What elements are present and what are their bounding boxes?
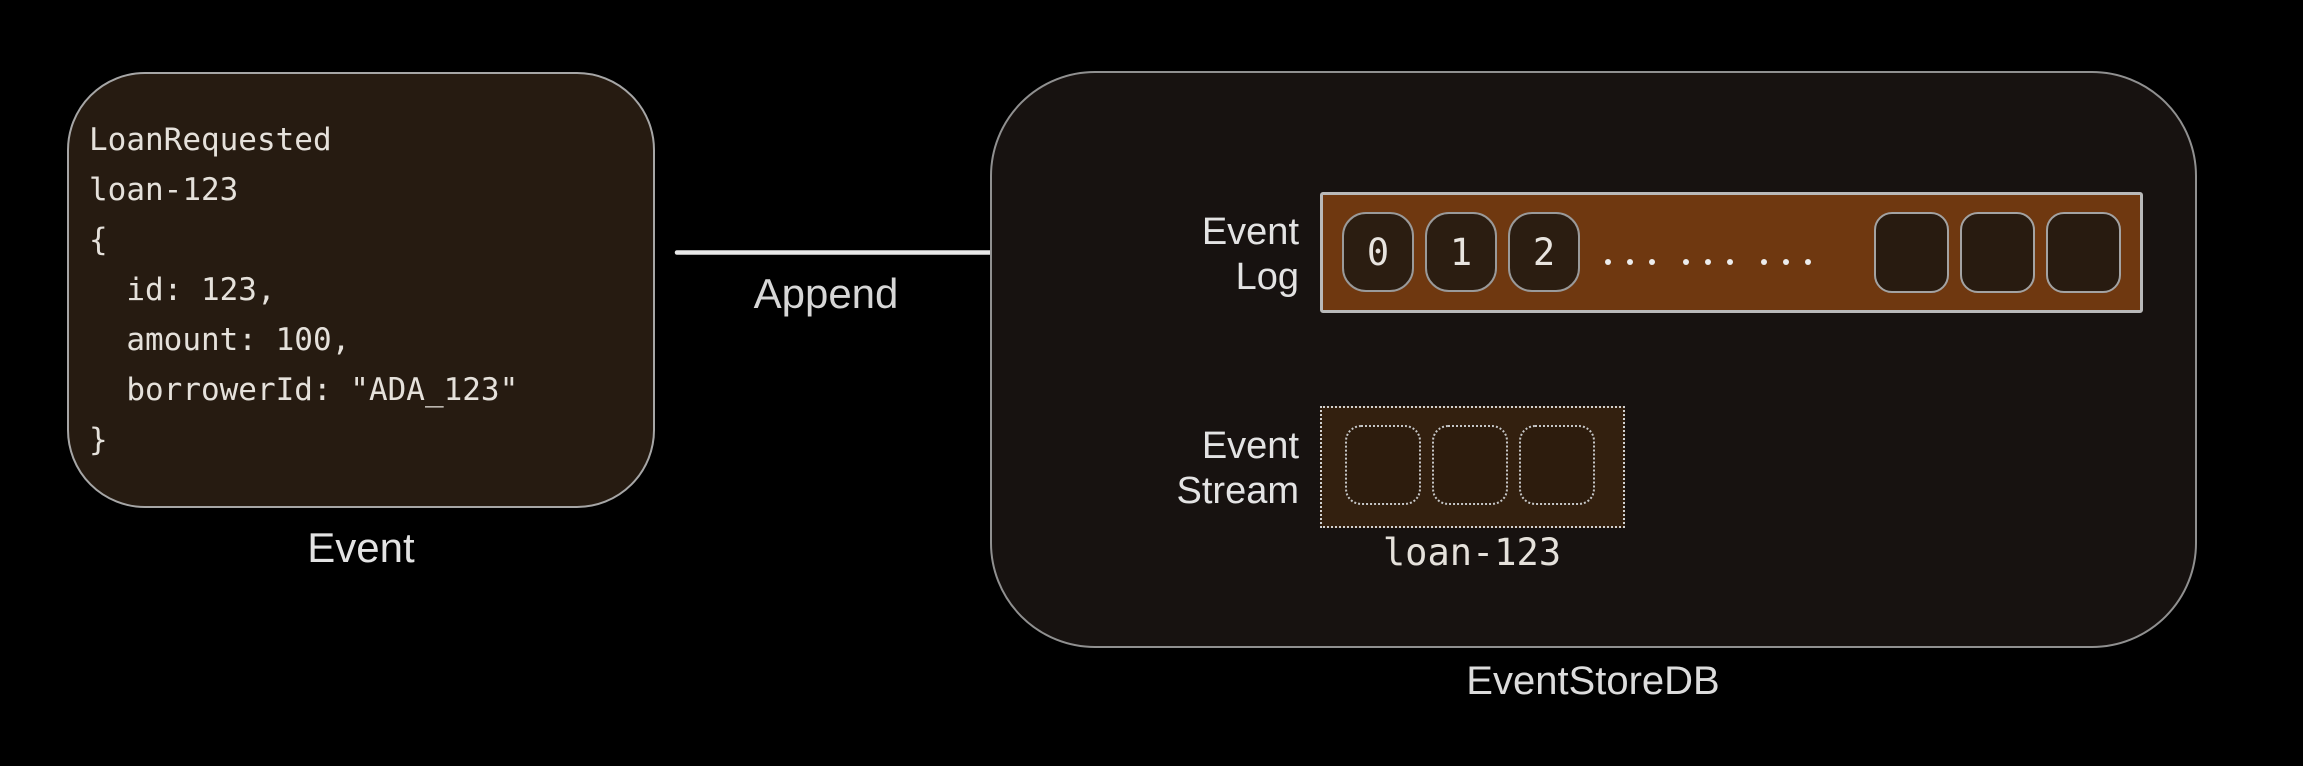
event-stream-label-line1: Event bbox=[1201, 425, 1299, 467]
ellipsis-dots-icon bbox=[1605, 259, 1811, 265]
event-log-empty-cells bbox=[1874, 212, 2121, 293]
event-stream-empty-cell bbox=[1519, 425, 1595, 505]
event-log-empty-cell bbox=[2046, 212, 2121, 293]
event-log-cell-0: 0 bbox=[1342, 212, 1414, 292]
ellipsis-group bbox=[1761, 259, 1811, 265]
event-stream-label: Event Stream bbox=[1177, 424, 1299, 514]
event-log-numbered-cells: 0 1 2 bbox=[1342, 212, 1580, 292]
eventstoredb-caption: EventStoreDB bbox=[1466, 659, 1720, 703]
event-card-caption: Event bbox=[307, 524, 415, 571]
event-log-cell-2-value: 2 bbox=[1532, 230, 1556, 274]
event-card: LoanRequested loan-123 { id: 123, amount… bbox=[67, 72, 655, 508]
event-stream-empty-cell bbox=[1345, 425, 1421, 505]
event-log-label: Event Log bbox=[1202, 210, 1299, 300]
event-log-cell-1: 1 bbox=[1425, 212, 1497, 292]
event-log-cell-2: 2 bbox=[1508, 212, 1580, 292]
event-log-bar: 0 1 2 bbox=[1320, 192, 2143, 313]
event-code: LoanRequested loan-123 { id: 123, amount… bbox=[89, 122, 519, 458]
ellipsis-group bbox=[1605, 259, 1655, 265]
event-stream-name: loan-123 bbox=[1382, 531, 1562, 574]
event-log-label-line2: Log bbox=[1235, 256, 1299, 298]
eventstoredb-container bbox=[990, 71, 2197, 648]
event-stream-label-line2: Stream bbox=[1176, 470, 1299, 512]
event-stream-box bbox=[1320, 406, 1625, 528]
event-log-empty-cell bbox=[1874, 212, 1949, 293]
event-log-cell-0-value: 0 bbox=[1366, 230, 1390, 274]
event-stream-empty-cell bbox=[1432, 425, 1508, 505]
append-label: Append bbox=[753, 270, 899, 317]
event-stream-cells bbox=[1345, 425, 1595, 505]
event-log-cell-1-value: 1 bbox=[1449, 230, 1473, 274]
event-log-label-line1: Event bbox=[1201, 211, 1299, 253]
ellipsis-group bbox=[1683, 259, 1733, 265]
event-log-empty-cell bbox=[1960, 212, 2035, 293]
